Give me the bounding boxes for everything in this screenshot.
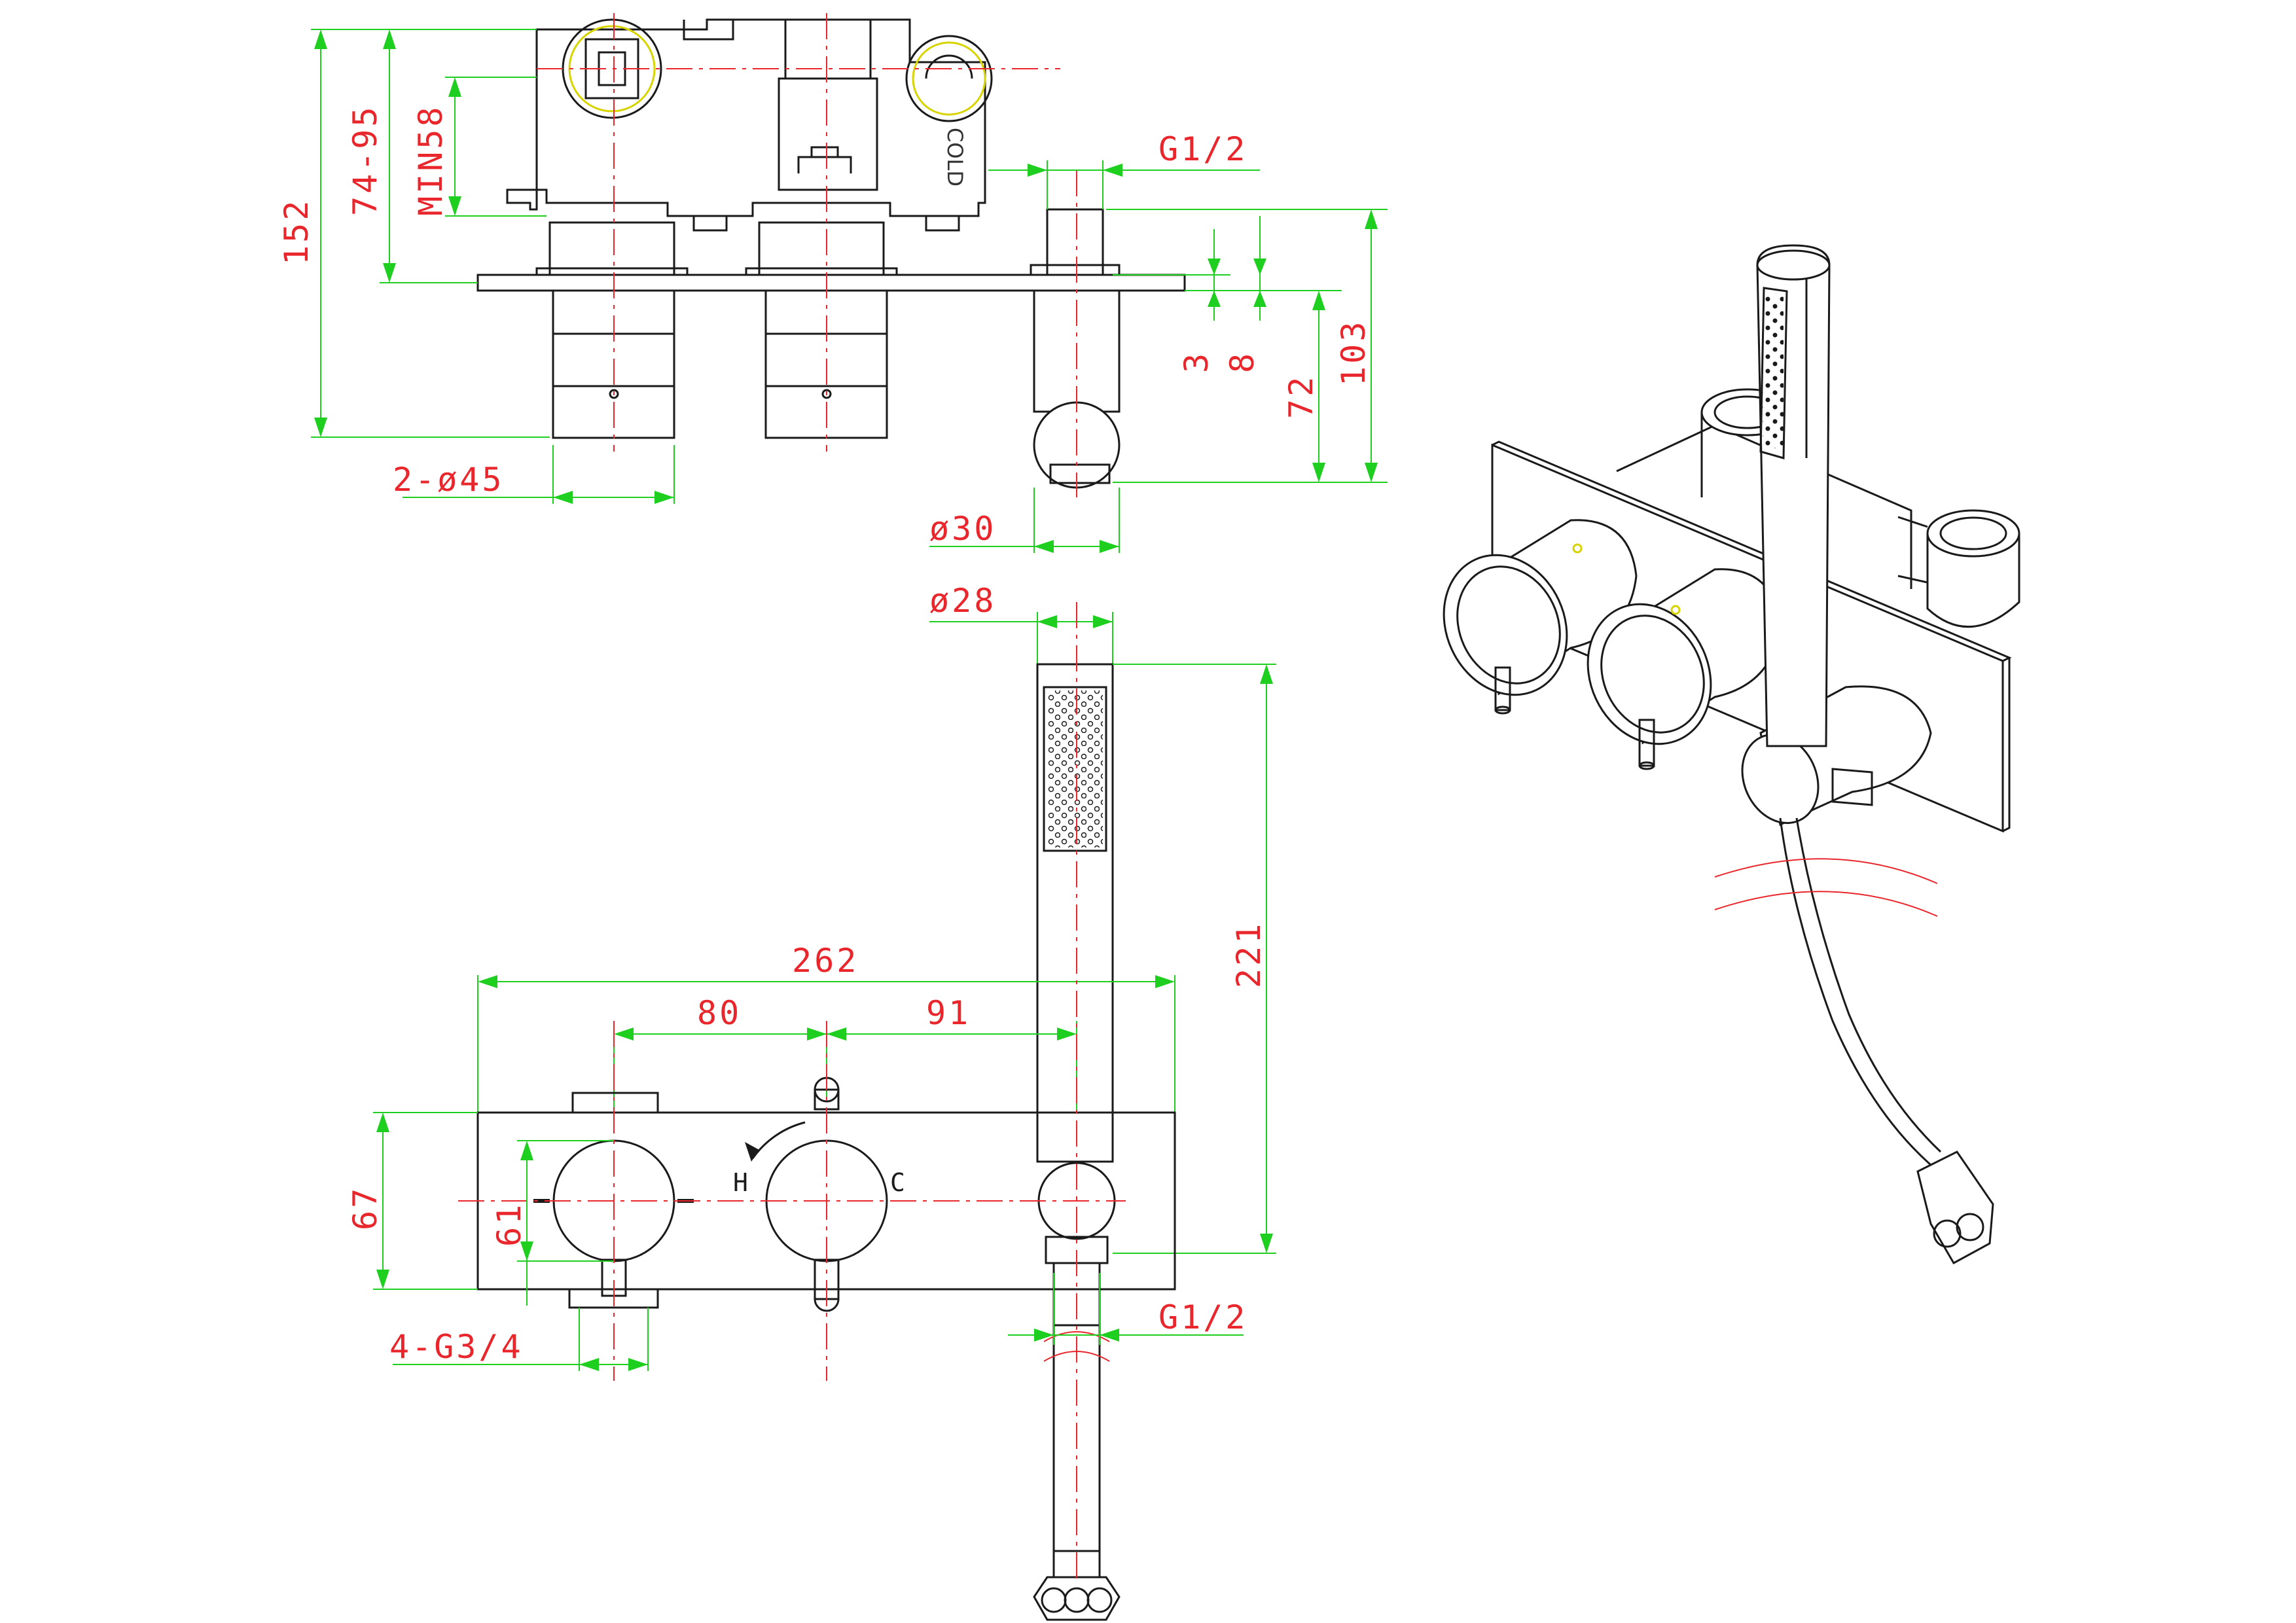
iso-cold-handle xyxy=(1587,568,1782,770)
dim-67: 67 xyxy=(346,1186,384,1230)
dim-80: 80 xyxy=(697,994,742,1032)
label-hot: H xyxy=(733,1168,748,1197)
label-cold: C xyxy=(890,1168,905,1197)
dim-74-95: 74-95 xyxy=(346,104,384,216)
dim-91: 91 xyxy=(926,994,971,1032)
dim-61: 61 xyxy=(490,1202,528,1247)
dim-152: 152 xyxy=(278,198,315,265)
dim-g12-top: G1/2 xyxy=(1158,130,1247,168)
dim-4g34: 4-G3/4 xyxy=(389,1328,524,1366)
dim-262: 262 xyxy=(792,942,859,980)
cold-stamp-label: COLD xyxy=(942,128,967,187)
dim-g12-bottom: G1/2 xyxy=(1158,1298,1247,1336)
hot-inlet-port xyxy=(562,18,662,119)
dim-72: 72 xyxy=(1282,374,1320,419)
wall-plate xyxy=(476,274,1186,292)
dim-103: 103 xyxy=(1335,319,1372,386)
iso-inlet-right xyxy=(1897,509,2020,628)
front-view: ø28 221 262 80 91 xyxy=(346,582,1276,1621)
isometric-view xyxy=(1443,244,2020,1265)
valve-body xyxy=(506,18,986,217)
iso-hot-handle xyxy=(1443,519,1638,715)
iso-hose xyxy=(1779,817,1931,1166)
hand-shower-front xyxy=(1036,663,1114,1163)
iso-hand-shower xyxy=(1741,244,1932,827)
cold-inlet-port xyxy=(905,35,993,122)
dim-d30: ø30 xyxy=(929,510,996,548)
dim-8: 8 xyxy=(1223,351,1261,373)
dim-d28: ø28 xyxy=(929,582,996,620)
dim-221: 221 xyxy=(1230,921,1268,988)
dim-2x45: 2-ø45 xyxy=(393,461,505,499)
dim-min58: MIN58 xyxy=(412,104,450,216)
dim-3: 3 xyxy=(1177,351,1215,373)
top-view: COLD xyxy=(278,13,1388,553)
